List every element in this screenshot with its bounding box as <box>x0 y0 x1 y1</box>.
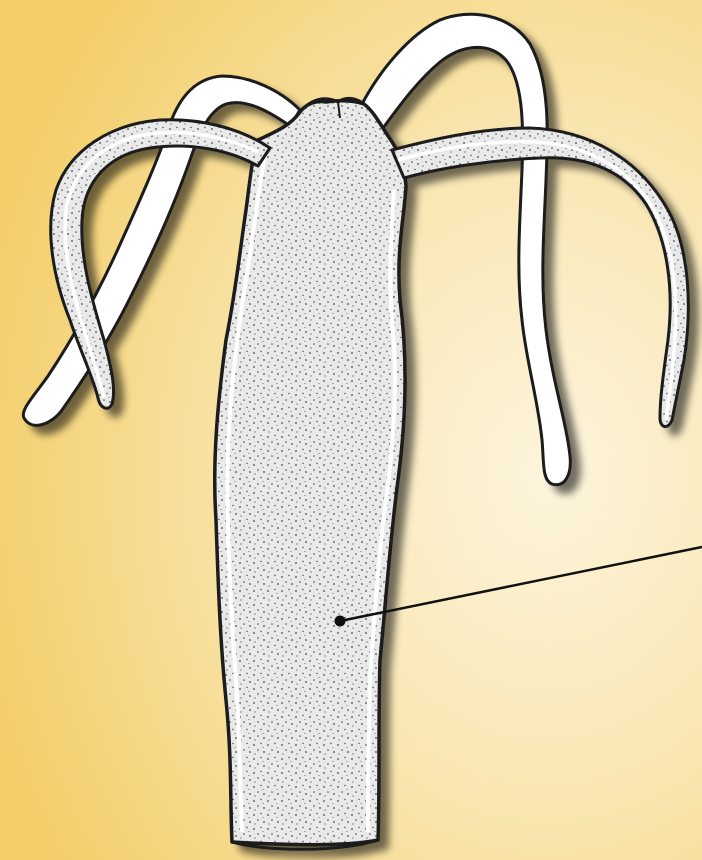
leader-dot <box>335 616 346 627</box>
